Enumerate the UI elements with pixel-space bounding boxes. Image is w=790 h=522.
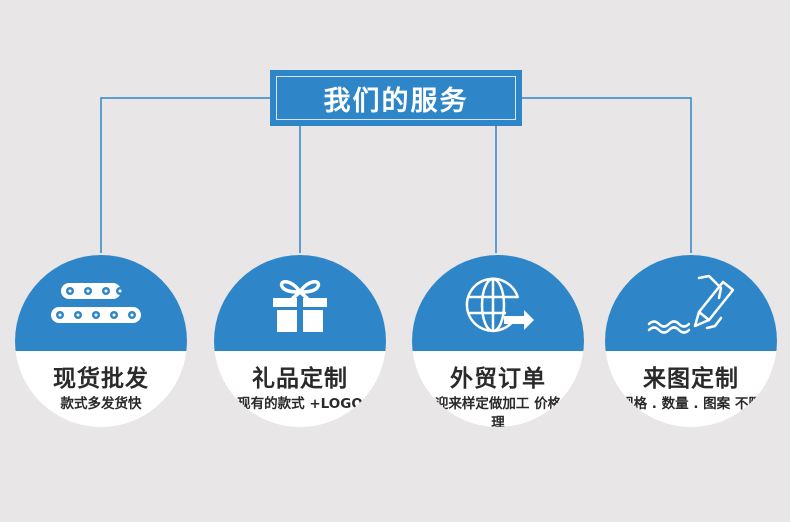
service-name: 礼品定制 bbox=[252, 366, 348, 392]
gift-icon bbox=[214, 269, 386, 341]
section-title-text: 我们的服务 bbox=[323, 85, 469, 117]
service-desc: 欢迎来样定做加工 价格合理 bbox=[421, 396, 575, 427]
service-card-header bbox=[214, 255, 386, 351]
section-title: 我们的服务 bbox=[270, 70, 522, 126]
pencil-drawing-icon bbox=[605, 269, 777, 341]
service-card-header bbox=[605, 255, 777, 351]
service-desc: 款式多发货快 bbox=[60, 396, 142, 412]
globe-arrow-icon bbox=[412, 269, 584, 341]
service-card-stock-wholesale: 现货批发 款式多发货快 bbox=[15, 255, 187, 427]
service-card-gift-custom: 礼品定制 现有的款式 +LOGO bbox=[214, 255, 386, 427]
service-name: 外贸订单 bbox=[450, 366, 546, 392]
service-desc: 规格 . 数量 . 图案 不限 bbox=[620, 396, 762, 412]
service-card-header bbox=[412, 255, 584, 351]
service-desc: 现有的款式 +LOGO bbox=[237, 396, 363, 412]
service-card-drawing-custom: 来图定制 规格 . 数量 . 图案 不限 bbox=[605, 255, 777, 427]
service-card-header bbox=[15, 255, 187, 351]
rolls-icon bbox=[15, 269, 187, 341]
service-card-foreign-trade: 外贸订单 欢迎来样定做加工 价格合理 bbox=[412, 255, 584, 427]
service-name: 现货批发 bbox=[53, 366, 149, 392]
service-name: 来图定制 bbox=[643, 366, 739, 392]
